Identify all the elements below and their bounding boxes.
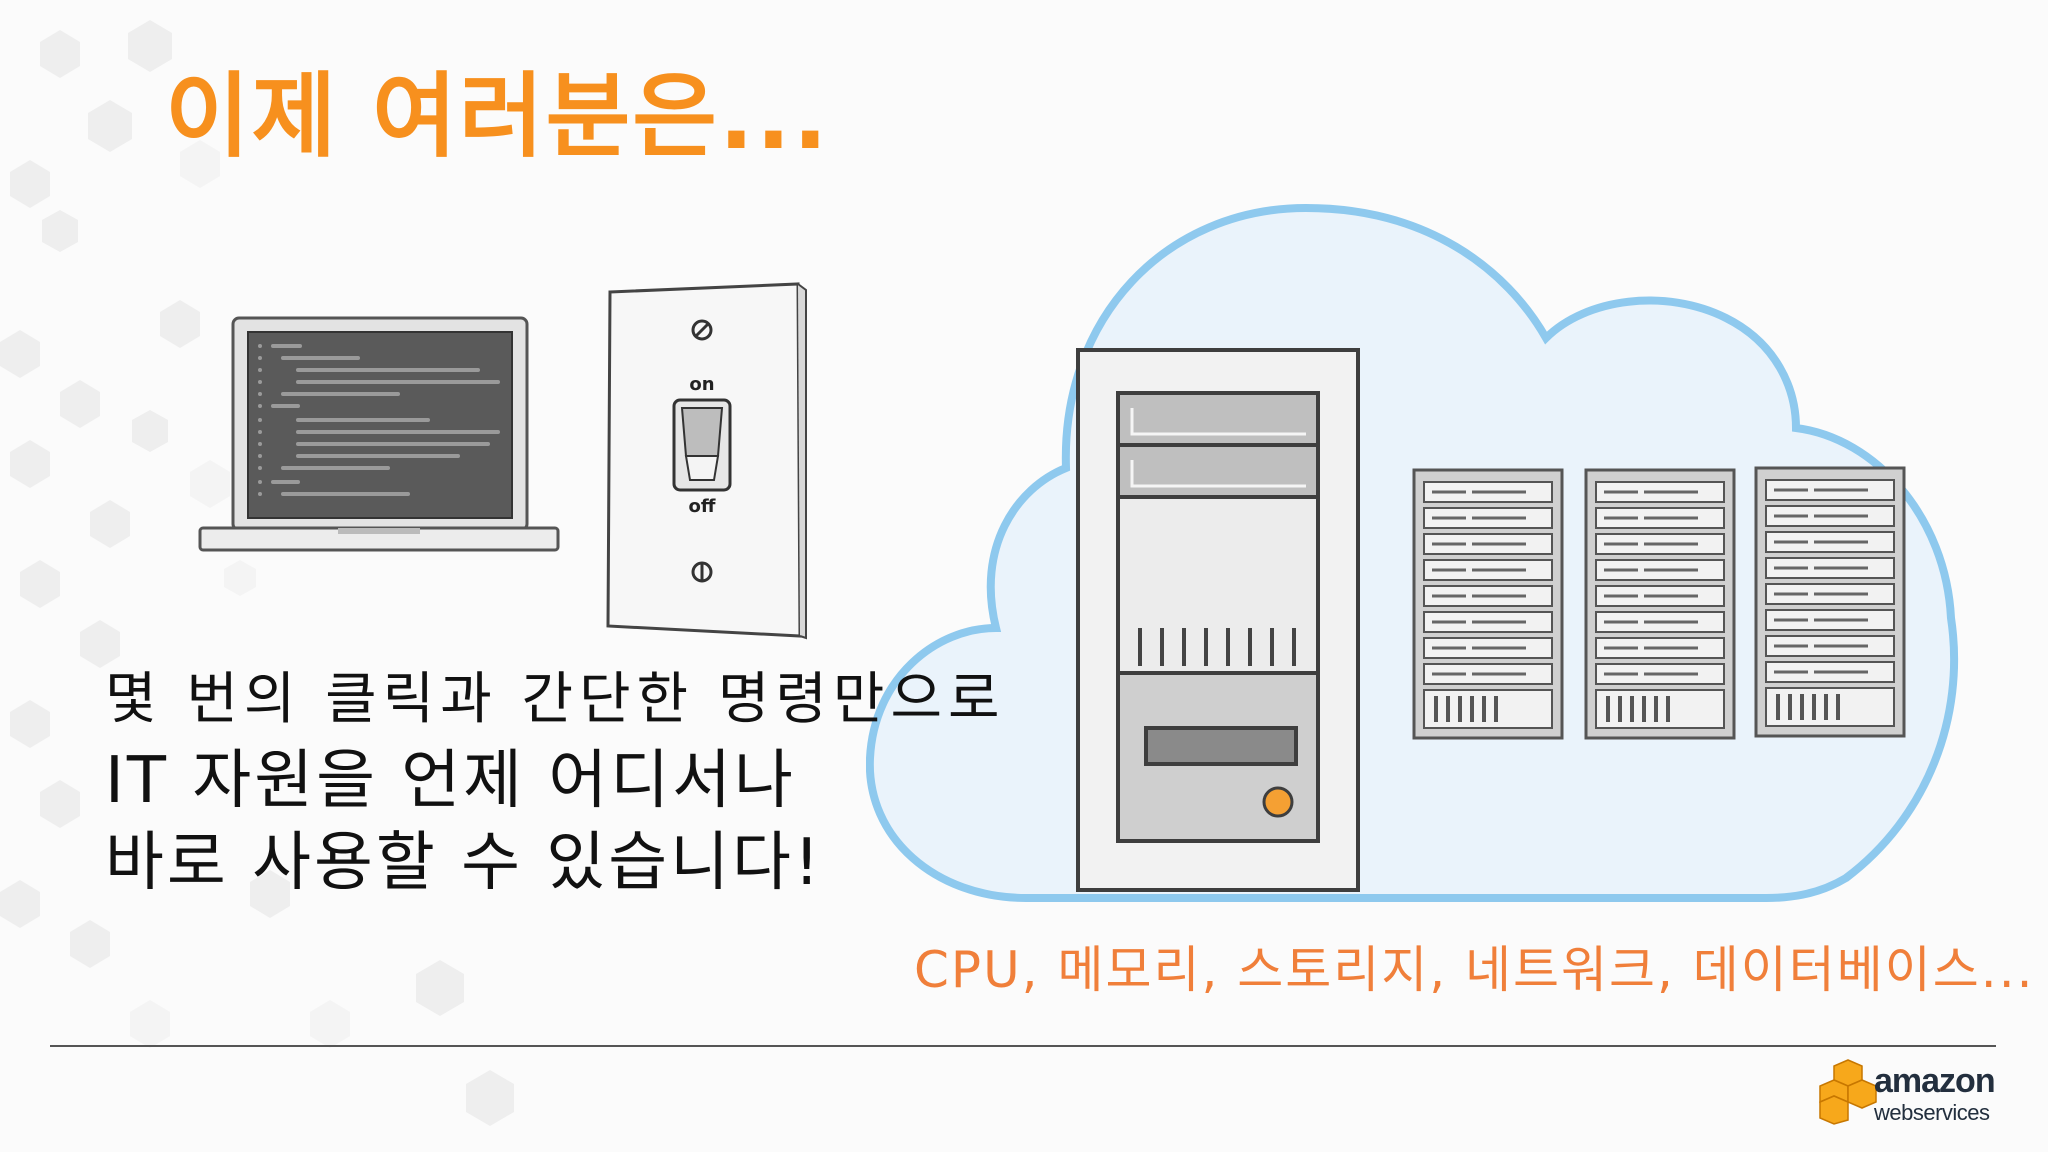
footer-divider: [50, 1045, 1996, 1047]
body-text: 몇 번의 클릭과 간단한 명령만으로 IT 자원을 언제 어디서나 바로 사용할…: [105, 660, 1005, 904]
resources-list: CPU, 메모리, 스토리지, 네트워크, 데이터베이스...: [914, 941, 2035, 999]
body-line-1: 몇 번의 클릭과 간단한 명령만으로: [105, 667, 1006, 732]
aws-logo-brand: amazon: [1874, 1062, 1996, 1100]
aws-logo-icon: amazon webservices: [1818, 1056, 1998, 1130]
laptop-code-icon: [198, 316, 560, 552]
cloud-icon: [866, 203, 1958, 902]
switch-on-label: on: [689, 374, 714, 395]
aws-logo-sub: webservices: [1874, 1100, 1990, 1125]
light-switch-icon: on off: [606, 282, 807, 640]
body-line-2: IT 자원을 언제 어디서나: [105, 744, 796, 818]
tower-server-icon: [1076, 348, 1360, 892]
slide-title: 이제 여러분은...: [165, 63, 830, 170]
switch-off-label: off: [689, 496, 716, 517]
aws-cubes-icon: [1819, 1059, 1877, 1125]
rack-server-icon: [1412, 466, 1906, 740]
body-line-3: 바로 사용할 수 있습니다!: [105, 826, 823, 900]
